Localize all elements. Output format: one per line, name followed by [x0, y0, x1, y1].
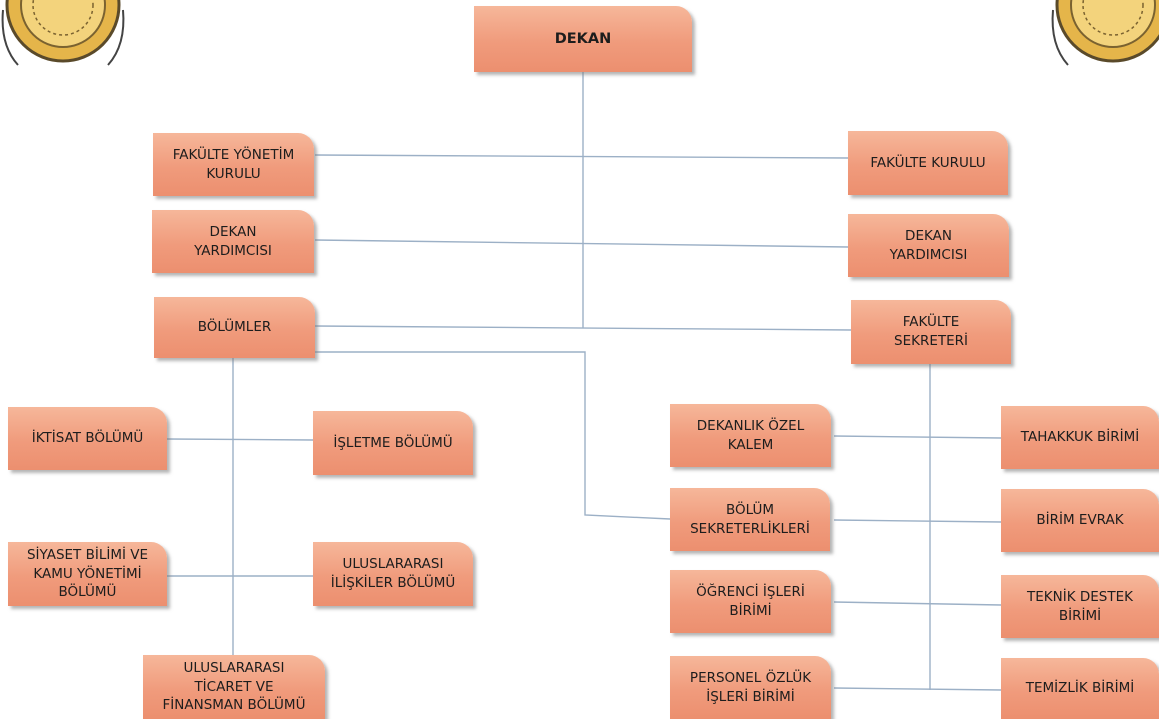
connector-vice-deans	[314, 239, 849, 248]
departments-box: BÖLÜMLER	[154, 297, 315, 358]
student-affairs-box: ÖĞRENCİ İŞLERİ BİRİMİ	[670, 570, 831, 633]
vice-dean-left-box: DEKAN YARDIMCISI	[152, 210, 314, 273]
right-university-seal-icon	[1051, 0, 1159, 66]
faculty-council-box: FAKÜLTE KURULU	[848, 131, 1008, 195]
accrual-unit-box: TAHAKKUK BİRİMİ	[1001, 406, 1159, 469]
document-unit-box: BİRİM EVRAK	[1001, 489, 1159, 552]
political-science-department-box: SİYASET BİLİMİ VE KAMU YÖNETİMİ BÖLÜMÜ	[8, 542, 167, 606]
connector-departments-to-dept-secretaries	[315, 351, 671, 520]
connector-row2	[833, 519, 1002, 523]
dean-box: DEKAN	[474, 6, 692, 72]
department-secretaries-box: BÖLÜM SEKRETERLİKLERİ	[670, 488, 830, 551]
faculty-board-box: FAKÜLTE YÖNETİM KURULU	[153, 133, 314, 196]
connector-board-council	[314, 154, 849, 159]
vice-dean-right-box: DEKAN YARDIMCISI	[848, 214, 1009, 277]
economics-department-box: İKTİSAT BÖLÜMÜ	[8, 407, 167, 470]
international-relations-department-box: ULUSLARARASI İLİŞKİLER BÖLÜMÜ	[313, 542, 473, 606]
left-university-seal-icon	[1, 0, 125, 66]
dean-office-box: DEKANLIK ÖZEL KALEM	[670, 404, 831, 467]
connector-economics-business	[166, 438, 314, 441]
cleaning-unit-box: TEMİZLİK BİRİMİ	[1001, 658, 1159, 719]
business-department-box: İŞLETME BÖLÜMÜ	[313, 411, 473, 475]
faculty-secretary-box: FAKÜLTE SEKRETERİ	[851, 300, 1011, 364]
connector-row1	[833, 435, 1002, 439]
personnel-affairs-box: PERSONEL ÖZLÜK İŞLERİ BİRİMİ	[670, 656, 831, 719]
technical-support-box: TEKNİK DESTEK BİRİMİ	[1001, 575, 1159, 638]
connector-row3	[833, 601, 1002, 606]
connector-row4	[833, 687, 1002, 691]
connector-departments-secretary	[314, 325, 852, 331]
international-trade-department-box: ULUSLARARASI TİCARET VE FİNANSMAN BÖLÜMÜ	[143, 655, 325, 719]
